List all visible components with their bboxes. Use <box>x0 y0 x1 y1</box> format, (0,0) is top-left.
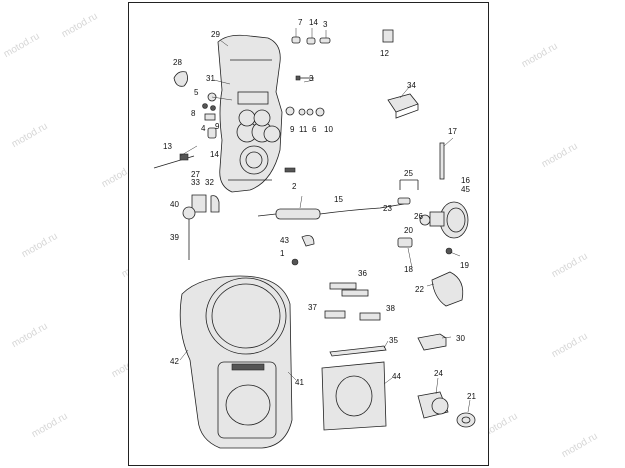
callout-39: 39 <box>170 233 179 242</box>
callout-29: 29 <box>211 30 220 39</box>
connector-block <box>387 93 419 119</box>
callout-22: 22 <box>415 285 424 294</box>
washer-part-21 <box>456 412 476 428</box>
panel-part-44 <box>321 361 387 431</box>
callout-4: 4 <box>201 124 206 133</box>
leader-lines <box>179 28 471 413</box>
callout-1: 1 <box>280 249 285 258</box>
callout-6: 6 <box>312 125 317 134</box>
callout-23: 23 <box>383 204 392 213</box>
rod-part-17 <box>439 142 445 180</box>
callout-25: 25 <box>404 169 413 178</box>
callout-5: 5 <box>194 88 199 97</box>
callout-36: 36 <box>358 269 367 278</box>
callout-17: 17 <box>448 127 457 136</box>
callout-10: 10 <box>324 125 333 134</box>
housing-back-plate <box>217 34 283 193</box>
callout-44: 44 <box>392 372 401 381</box>
callout-3-mid: 3 <box>309 74 314 83</box>
callout-43: 43 <box>280 236 289 245</box>
bracket-part-30 <box>417 333 447 351</box>
cover-part-22 <box>431 271 464 307</box>
light-assembly-left <box>182 194 220 260</box>
mounting-pads <box>324 282 381 321</box>
callout-21: 21 <box>467 392 476 401</box>
diagram-frame <box>128 2 489 466</box>
strap-part-35 <box>329 345 387 357</box>
screw-part-2 <box>284 167 296 173</box>
speedometer-head <box>429 201 469 255</box>
callout-40: 40 <box>170 200 179 209</box>
callout-11: 11 <box>299 125 308 134</box>
callout-8: 8 <box>191 109 196 118</box>
callout-31: 31 <box>206 74 215 83</box>
callout-9-right: 9 <box>290 125 295 134</box>
callout-18: 18 <box>404 265 413 274</box>
callout-13: 13 <box>163 142 172 151</box>
callout-32: 32 <box>205 178 214 187</box>
callout-24: 24 <box>434 369 443 378</box>
callout-34: 34 <box>407 81 416 90</box>
bracket-part-43 <box>291 235 315 266</box>
callout-14-left: 14 <box>210 150 219 159</box>
callout-9-left: 9 <box>215 122 220 131</box>
callout-33: 33 <box>191 178 200 187</box>
callout-14-top: 14 <box>309 18 318 27</box>
headlight-nacelle <box>179 275 293 449</box>
screws-and-bulbs-left <box>202 92 325 139</box>
callout-38: 38 <box>386 304 395 313</box>
cable-tie <box>153 153 195 169</box>
speedometer-drive <box>417 391 449 419</box>
cable-fittings <box>397 179 431 248</box>
callout-7: 7 <box>298 18 303 27</box>
callout-30: 30 <box>456 334 465 343</box>
callout-3-top: 3 <box>323 20 328 29</box>
module-part-12 <box>382 29 394 43</box>
callout-27: 27 <box>191 170 200 179</box>
callout-28: 28 <box>173 58 182 67</box>
callout-15: 15 <box>334 195 343 204</box>
clip-part <box>173 71 188 87</box>
callout-16: 16 <box>461 176 470 185</box>
callout-35: 35 <box>389 336 398 345</box>
speedometer-cable <box>257 203 405 220</box>
callout-20: 20 <box>404 226 413 235</box>
callout-labels: 1 2 3 3 4 5 6 7 8 9 9 10 11 12 13 14 14 … <box>163 18 476 401</box>
callout-41: 41 <box>295 378 304 387</box>
callout-2: 2 <box>292 182 297 191</box>
callout-42: 42 <box>170 357 179 366</box>
callout-26: 26 <box>414 212 423 221</box>
callout-37: 37 <box>308 303 317 312</box>
callout-45: 45 <box>461 185 470 194</box>
callout-19: 19 <box>460 261 469 270</box>
callout-12: 12 <box>380 49 389 58</box>
